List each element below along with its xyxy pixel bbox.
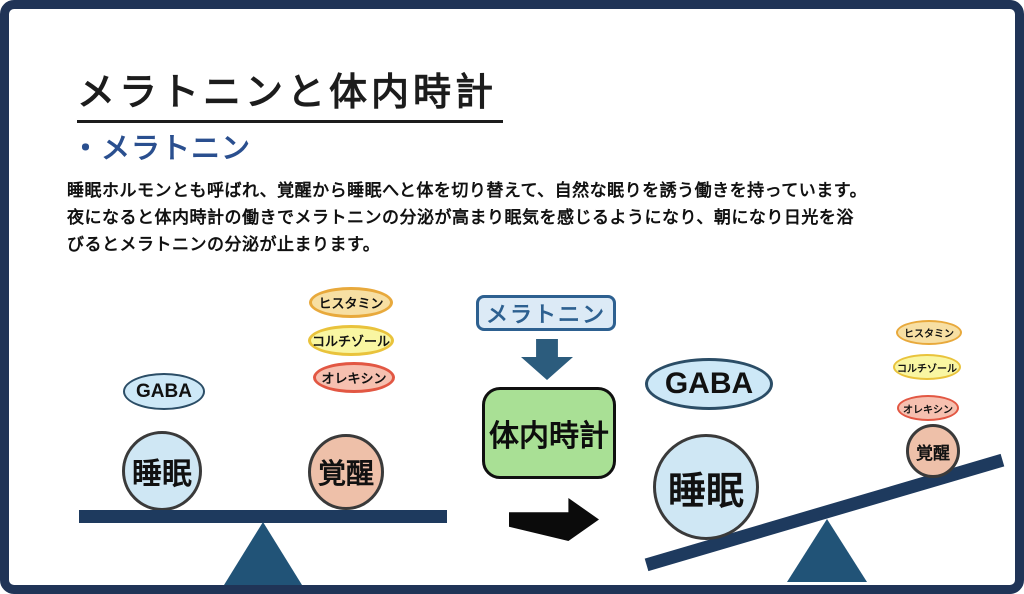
sleep-ball-right: 睡眠: [653, 434, 759, 540]
block-arrow-down-icon: [521, 339, 573, 380]
slide-title: メラトニンと体内時計: [77, 61, 504, 123]
cortisol-bubble-right: コルチゾール: [893, 354, 961, 380]
gaba-bubble-right: GABA: [645, 358, 773, 410]
gaba-bubble-left: GABA: [123, 373, 205, 410]
cortisol-bubble-left: コルチゾール: [308, 325, 394, 356]
orexin-bubble-left: オレキシン: [313, 362, 395, 393]
body-line: 睡眠ホルモンとも呼ばれ、覚醒から睡眠へと体を切り替えて、自然な眠りを誘う働きを持…: [67, 181, 868, 200]
sleep-ball-left: 睡眠: [122, 431, 202, 511]
triangle-fulcrum-right: [787, 519, 867, 582]
orexin-bubble-right: オレキシン: [897, 395, 959, 421]
body-clock-box: 体内時計: [482, 387, 616, 479]
wake-ball-left: 覚醒: [308, 434, 384, 510]
melatonin-label-box: メラトニン: [476, 295, 616, 331]
histamine-bubble-right: ヒスタミン: [896, 320, 962, 345]
block-arrow-right-icon: [509, 498, 599, 541]
triangle-fulcrum-left: [224, 522, 302, 585]
body-paragraph: 睡眠ホルモンとも呼ばれ、覚醒から睡眠へと体を切り替えて、自然な眠りを誘う働きを持…: [67, 177, 997, 258]
body-line: びるとメラトニンの分泌が止まります。: [67, 235, 381, 254]
wake-ball-right: 覚醒: [906, 424, 960, 478]
body-line: 夜になると体内時計の働きでメラトニンの分泌が高まり眠気を感じるようになり、朝にな…: [67, 208, 854, 227]
histamine-bubble-left: ヒスタミン: [309, 287, 393, 318]
section-heading-melatonin: ・メラトニン: [71, 133, 252, 165]
seesaw-beam-left-level: [79, 510, 447, 523]
